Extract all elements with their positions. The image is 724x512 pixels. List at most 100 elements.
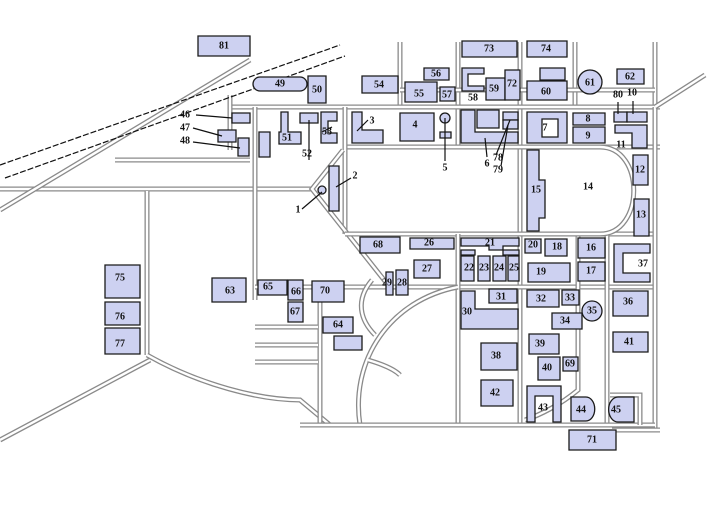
building-69[interactable] [562,356,579,372]
building-44[interactable] [570,396,596,422]
building-35[interactable] [581,300,603,322]
building-65[interactable] [257,279,288,296]
building-22[interactable] [460,255,475,282]
building-25[interactable] [507,255,520,282]
building-31[interactable] [488,288,518,304]
building-77[interactable] [104,327,141,355]
building-50[interactable] [307,75,327,104]
building-18[interactable] [544,238,568,257]
building[interactable] [460,249,476,256]
building-33[interactable] [561,289,580,306]
building-57[interactable] [439,86,456,102]
building[interactable] [328,165,340,212]
building-27[interactable] [413,259,441,279]
building[interactable] [613,111,628,123]
building-67[interactable] [287,301,304,323]
leader-line [192,141,241,149]
building-38[interactable] [480,342,518,371]
building-60[interactable] [526,80,568,101]
building[interactable] [502,249,520,256]
building[interactable] [476,109,500,129]
building-3[interactable] [351,111,384,144]
building-39[interactable] [528,333,560,355]
building[interactable] [299,112,319,124]
building-63[interactable] [211,277,247,303]
building-54[interactable] [361,75,399,94]
building-label-54: 54 [374,80,384,91]
building[interactable] [502,111,519,121]
building-43[interactable] [526,385,562,423]
building-36[interactable] [612,290,649,317]
building-41[interactable] [612,331,649,353]
building-70[interactable] [311,280,345,303]
road-inner [575,145,635,236]
building-32[interactable] [526,289,560,308]
building[interactable] [626,111,648,123]
building[interactable] [231,112,251,124]
building-34[interactable] [551,312,583,330]
building-62[interactable] [616,68,645,85]
building[interactable] [333,335,363,351]
building-30[interactable] [460,290,519,330]
building-49[interactable] [252,76,308,92]
building-label-40: 40 [542,363,552,374]
building-58[interactable] [461,67,485,92]
building-label-44: 44 [576,405,586,416]
building-label-63: 63 [225,286,235,297]
building-19[interactable] [527,262,571,283]
building-24[interactable] [492,255,507,282]
building-label-3: 3 [370,116,375,127]
building-55[interactable] [404,81,438,103]
building-71[interactable] [568,429,617,451]
building-12[interactable] [632,154,649,186]
building-72[interactable] [504,69,521,101]
building-4[interactable] [399,112,435,142]
building-45[interactable] [607,396,635,423]
building-9[interactable] [572,126,606,144]
building-16[interactable] [577,237,606,259]
building-label-11: 11 [616,140,625,151]
road-inner [310,149,393,291]
building-66[interactable] [287,279,304,301]
building-17[interactable] [577,261,606,282]
building-23[interactable] [477,255,491,282]
building-76[interactable] [104,301,141,326]
building-label-46: 46 [180,110,190,121]
building-26[interactable] [409,237,455,250]
building-40[interactable] [537,356,561,381]
road-inner [357,285,459,426]
building[interactable] [217,129,237,143]
building-label-36: 36 [623,297,633,308]
building-29[interactable] [385,271,394,296]
building[interactable] [539,67,566,81]
building-51[interactable] [278,111,302,145]
building[interactable] [502,119,519,130]
building[interactable] [614,124,648,149]
railway-line [0,44,341,166]
building-81[interactable] [197,35,251,57]
building-label-51: 51 [282,133,292,144]
building-73[interactable] [461,40,518,58]
building-75[interactable] [104,264,141,299]
building-64[interactable] [322,316,354,334]
buildings [104,35,651,451]
building[interactable] [317,185,327,195]
building-68[interactable] [359,236,401,254]
building-13[interactable] [633,198,650,237]
building-37[interactable] [613,243,651,283]
building-28[interactable] [395,269,409,296]
building-74[interactable] [526,40,568,58]
building[interactable] [237,137,250,157]
building-label-80: 80 [613,90,623,101]
building-20[interactable] [524,238,542,254]
building-53[interactable] [320,111,338,144]
building-56[interactable] [423,67,450,81]
building-61[interactable] [577,69,603,95]
building-label-19: 19 [536,267,546,278]
building-15[interactable] [526,149,546,232]
building-8[interactable] [572,112,606,126]
building-42[interactable] [480,379,514,407]
building[interactable] [258,131,271,158]
leader-line [335,177,352,188]
